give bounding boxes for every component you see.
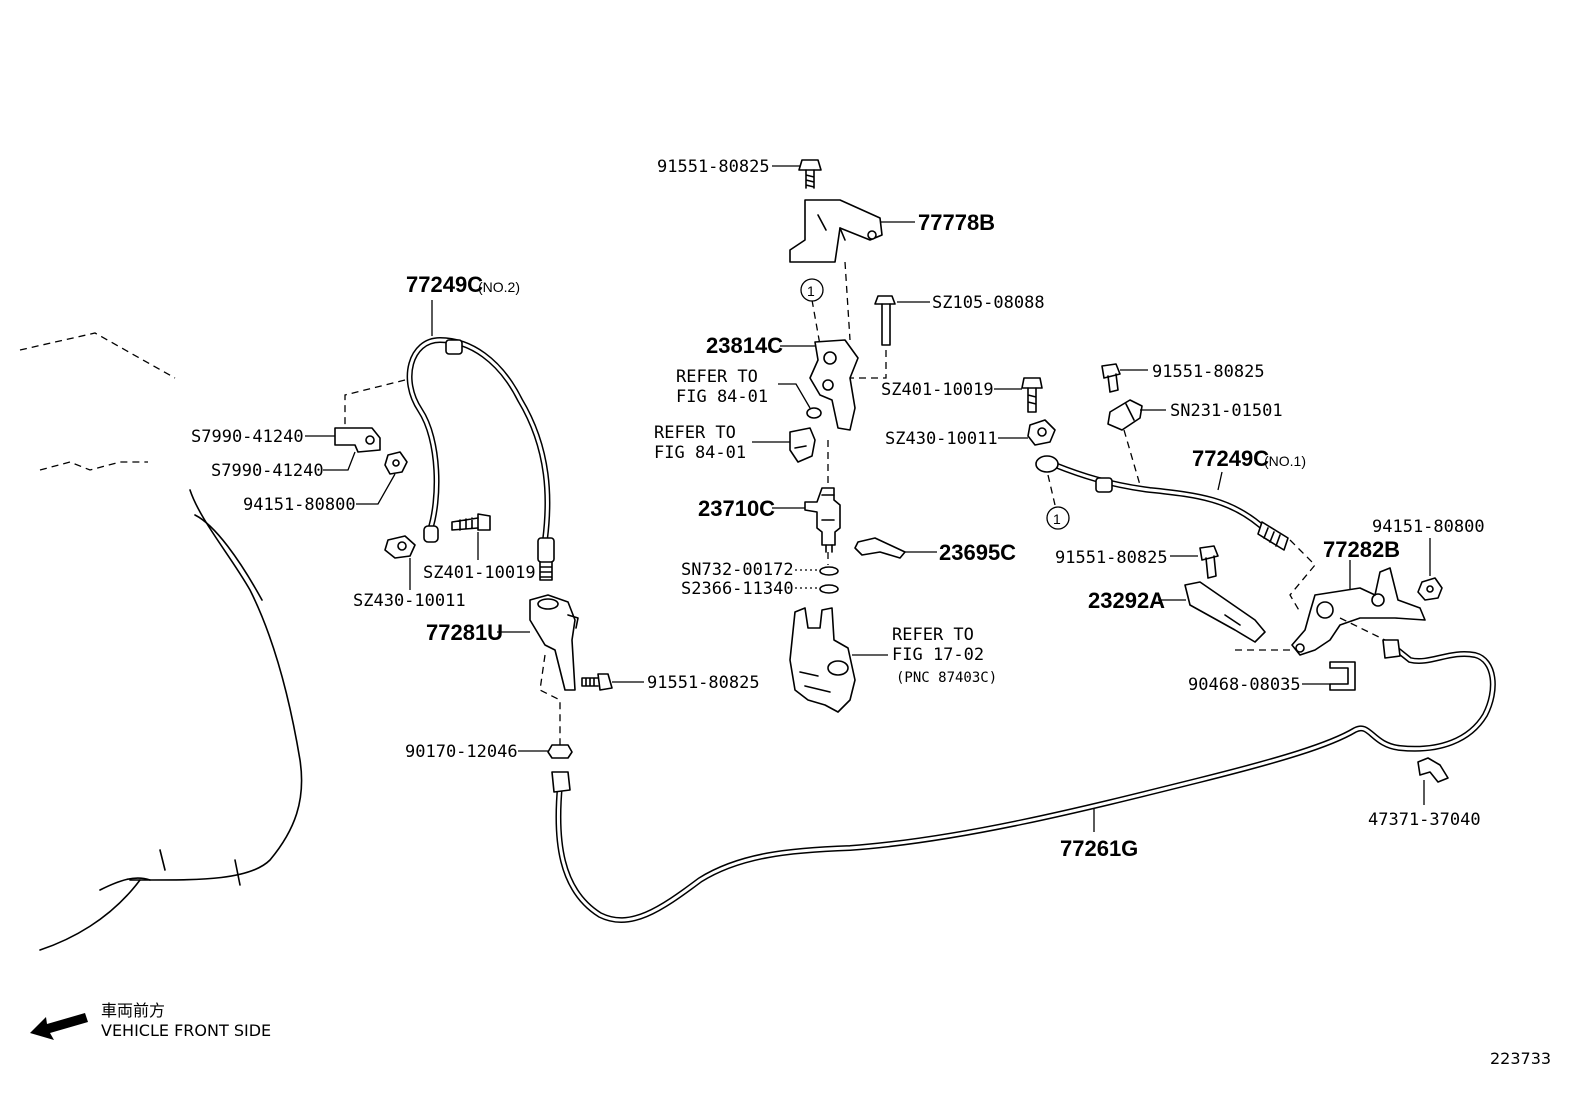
label-23814C: 23814C xyxy=(706,333,783,358)
ring-part xyxy=(806,407,822,419)
label-91551-80825-mid: 91551-80825 xyxy=(1055,548,1168,568)
vehicle-body-outline xyxy=(19,332,303,951)
bolt-91551-top xyxy=(798,159,822,189)
label-77249C-no1-suffix: (NO.1) xyxy=(1264,453,1306,469)
hose-77249C-no2 xyxy=(406,337,555,581)
bolt-SZ105-08088 xyxy=(874,295,896,346)
label-77249C-no2-suffix: (NO.2) xyxy=(478,279,520,295)
label-SZ430-10011-mid: SZ430-10011 xyxy=(885,429,998,449)
clip-90468-08035 xyxy=(1329,661,1356,691)
label-47371-37040: 47371-37040 xyxy=(1368,810,1481,830)
label-SZ401-10019-left: SZ401-10019 xyxy=(423,563,536,583)
clamp-SZ430-left xyxy=(384,535,416,559)
ring-S2366 xyxy=(819,584,839,594)
refer-note-2-line1: REFER TO xyxy=(654,423,736,443)
bracket-77282B xyxy=(1291,567,1426,656)
label-23292A: 23292A xyxy=(1088,588,1165,613)
label-S2366-11340: S2366-11340 xyxy=(681,579,794,599)
refer-note-1-line2: FIG 84-01 xyxy=(676,387,768,407)
vehicle-front-arrow-icon xyxy=(30,1013,88,1040)
nut-94151-right xyxy=(1417,577,1443,601)
tube-77261G xyxy=(551,639,1496,923)
label-23710C: 23710C xyxy=(698,496,775,521)
label-90468-08035: 90468-08035 xyxy=(1188,675,1301,695)
nut-94151-left xyxy=(384,451,408,475)
label-94151-80800-left: 94151-80800 xyxy=(243,495,356,515)
label-77249C-no1: 77249C xyxy=(1192,446,1269,471)
clip-47371-37040 xyxy=(1417,757,1449,783)
refer-note-3-line1: REFER TO xyxy=(892,625,974,645)
label-91551-80825-right: 91551-80825 xyxy=(1152,362,1265,382)
reservoir-fig-17-02 xyxy=(789,607,856,713)
bolt-91551-bottom xyxy=(581,673,613,691)
refer-note-3-line2: FIG 17-02 xyxy=(892,645,984,665)
label-77249C-no2: 77249C xyxy=(406,272,483,297)
label-SN231-01501: SN231-01501 xyxy=(1170,401,1283,421)
label-SZ430-10011-left: SZ430-10011 xyxy=(353,591,466,611)
ring-SN732 xyxy=(819,566,839,576)
label-91551-80825-top: 91551-80825 xyxy=(657,157,770,177)
nut-90170-12046 xyxy=(547,744,573,759)
bracket-77778B xyxy=(789,199,883,263)
label-91551-80825-bottom: 91551-80825 xyxy=(647,673,760,693)
callout-number-right: 1 xyxy=(1053,511,1061,527)
footer-english: VEHICLE FRONT SIDE xyxy=(101,1021,271,1040)
clamp-S7990-41240 xyxy=(334,427,381,453)
label-77778B: 77778B xyxy=(918,210,995,235)
bolt-91551-mid xyxy=(1199,545,1219,579)
refer-note-3-line3: (PNC 87403C) xyxy=(896,670,997,686)
label-94151-80800-right: 94151-80800 xyxy=(1372,517,1485,537)
label-SN732-00172: SN732-00172 xyxy=(681,560,794,580)
refer-note-1-line1: REFER TO xyxy=(676,367,758,387)
switch-part xyxy=(789,427,816,463)
callout-number-top: 1 xyxy=(807,283,815,299)
bolt-SZ401-mid xyxy=(1021,377,1043,413)
callout-marker-right xyxy=(1046,506,1070,530)
bracket-77281U xyxy=(529,594,579,691)
bolt-91551-right xyxy=(1101,363,1121,393)
label-90170-12046: 90170-12046 xyxy=(405,742,518,762)
footer-japanese: 車両前方 xyxy=(101,1001,165,1020)
clip-23695C xyxy=(854,537,906,559)
lever-23814C xyxy=(809,339,859,431)
plate-23292A xyxy=(1184,581,1266,643)
callout-marker-top xyxy=(800,278,824,302)
diagram-number: 223733 xyxy=(1490,1049,1551,1068)
label-SZ401-10019-mid: SZ401-10019 xyxy=(881,380,994,400)
label-23695C: 23695C xyxy=(939,540,1016,565)
clamp-SZ430-mid xyxy=(1027,419,1056,446)
label-77261G: 77261G xyxy=(1060,836,1138,861)
refer-note-2-line2: FIG 84-01 xyxy=(654,443,746,463)
hose-77249C-no1 xyxy=(1035,455,1289,551)
clamp-SN231-01501 xyxy=(1107,399,1143,431)
label-SZ105-08088: SZ105-08088 xyxy=(932,293,1045,313)
label-S7990-41240-a: S7990-41240 xyxy=(191,427,304,447)
label-77282B: 77282B xyxy=(1323,537,1400,562)
master-cylinder-23710C xyxy=(804,487,841,553)
label-77281U: 77281U xyxy=(426,620,503,645)
bolt-SZ401-left xyxy=(451,513,491,531)
label-S7990-41240-b: S7990-41240 xyxy=(211,461,324,481)
